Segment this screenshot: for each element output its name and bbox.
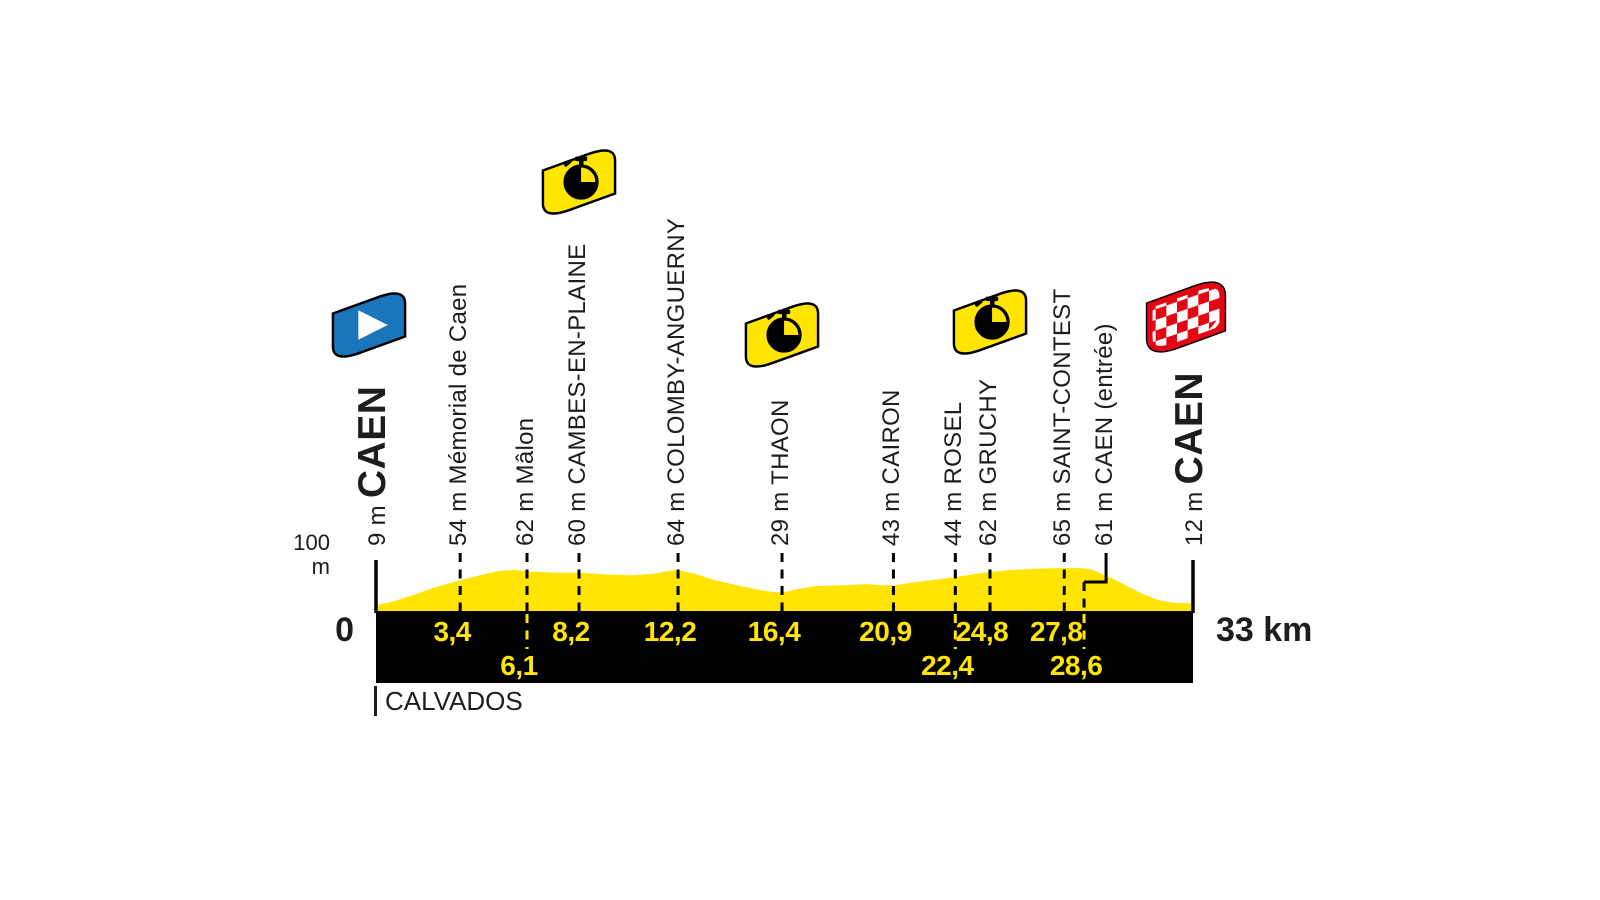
stopwatch-glyph (563, 156, 599, 200)
waypoint-name: SAINT-CONTEST (1049, 288, 1077, 485)
waypoint-name: CAEN (entrée) (1091, 323, 1119, 485)
waypoint-label: 44 m ROSEL (940, 401, 968, 546)
stopwatch-glyph (974, 296, 1010, 340)
waypoint-elevation: 44 m (940, 491, 968, 546)
waypoint-elbow-connector (1084, 553, 1108, 584)
play-triangle-glyph (358, 310, 388, 340)
waypoint-elevation: 62 m (974, 491, 1002, 546)
waypoint-label: 60 m CAMBES-EN-PLAINE (564, 243, 591, 546)
waypoint-elevation: 54 m (445, 491, 473, 546)
waypoint-label: 65 m SAINT-CONTEST (1049, 288, 1077, 546)
waypoint-name: GRUCHY (974, 378, 1002, 485)
waypoint-label: 29 m THAON (767, 399, 795, 546)
elevation-scale-label: 100 m (293, 530, 330, 579)
waypoint-elevation: 65 m (1049, 491, 1077, 546)
distance-bar (376, 611, 1193, 683)
waypoint-name: Mémorial de Caen (445, 283, 473, 485)
waypoint-name: CAEN (1168, 371, 1211, 485)
waypoint-label: 64 m COLOMBY-ANGUERNY (663, 217, 691, 546)
waypoint-elevation: 64 m (663, 491, 691, 546)
waypoint-km-label: 6,1 (500, 650, 538, 681)
waypoint-km-label: 20,9 (859, 616, 912, 647)
waypoint-km-label: 22,4 (921, 650, 974, 681)
stopwatch-glyph (766, 309, 802, 353)
waypoint-elevation: 12 m (1181, 484, 1208, 546)
waypoint-km-label: 12,2 (643, 616, 697, 647)
start-flag-icon (328, 288, 410, 362)
timecheck-flag-icon (538, 145, 620, 219)
waypoint-name: CAIRON (878, 389, 906, 485)
waypoint-label: 43 m CAIRON (878, 389, 906, 546)
waypoint-elevation: 29 m (767, 491, 795, 546)
timecheck-flag-icon (949, 285, 1031, 359)
total-distance-label: 33 km (1216, 611, 1313, 649)
waypoint-elevation: 60 m (564, 491, 591, 546)
waypoint-km-label: 16,4 (747, 616, 801, 647)
waypoint-name: ROSEL (940, 401, 968, 485)
waypoint-elevation: 61 m (1091, 491, 1119, 546)
waypoint-elevation: 43 m (878, 491, 906, 546)
waypoint-elevation: 62 m (512, 491, 540, 546)
waypoint-label: 62 m Mâlon (512, 417, 540, 546)
waypoint-km-label: 8,2 (552, 616, 590, 647)
waypoint-label: 62 m GRUCHY (974, 378, 1002, 546)
waypoint-km-label: 28,6 (1049, 650, 1103, 681)
waypoint-label: 61 m CAEN (entrée) (1091, 323, 1119, 546)
waypoint-name: CAEN (351, 385, 394, 499)
department-label: CALVADOS (374, 686, 523, 716)
finish-flag-icon (1145, 280, 1227, 354)
waypoint-label: 12 m CAEN (1168, 372, 1217, 546)
waypoint-name: Mâlon (512, 417, 540, 485)
waypoint-label: 9 m CAEN (351, 386, 400, 546)
timecheck-flag-icon (741, 298, 823, 372)
route-profile-area (376, 568, 1193, 611)
waypoint-km-label: 3,4 (433, 616, 471, 647)
waypoint-label: 54 m Mémorial de Caen (445, 283, 473, 546)
waypoint-elevation: 9 m (364, 498, 391, 546)
waypoint-km-label: 27,8 (1030, 616, 1083, 647)
waypoint-km-label: 24,8 (955, 616, 1009, 647)
start-km-label: 0 (335, 611, 354, 649)
waypoint-name: COLOMBY-ANGUERNY (663, 217, 691, 485)
waypoint-name: THAON (767, 399, 795, 485)
waypoint-name: CAMBES-EN-PLAINE (564, 243, 591, 485)
